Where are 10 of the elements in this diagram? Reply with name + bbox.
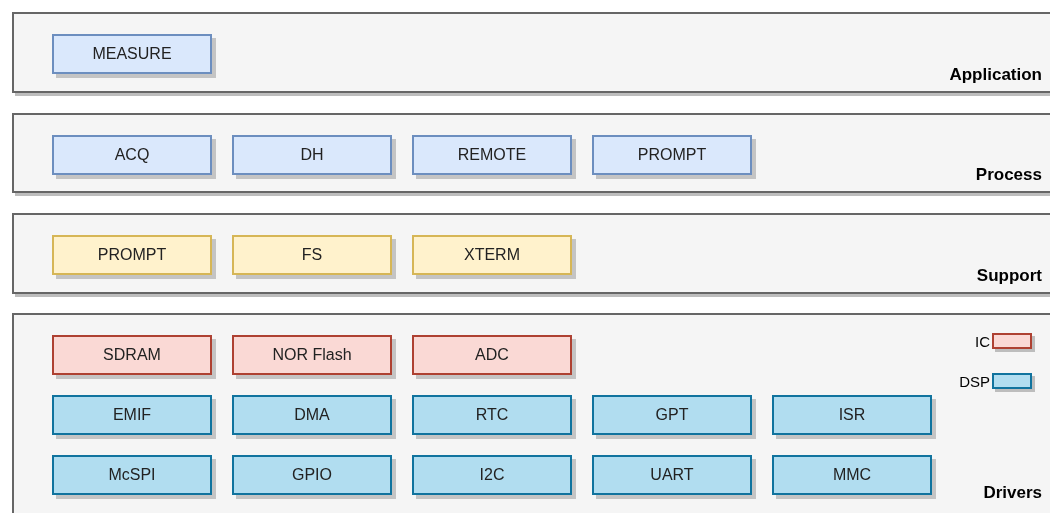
- layer-band: [12, 213, 1050, 294]
- layer-band: [12, 113, 1050, 193]
- legend-label: IC: [975, 333, 990, 349]
- layer-title: Application: [949, 66, 1042, 83]
- layer-band: [12, 313, 1050, 513]
- legend-label: DSP: [959, 373, 990, 389]
- layer-band: [12, 12, 1050, 93]
- layer-title: Support: [976, 267, 1042, 284]
- layer-title: Drivers: [983, 484, 1042, 501]
- layer-title: Process: [975, 166, 1042, 183]
